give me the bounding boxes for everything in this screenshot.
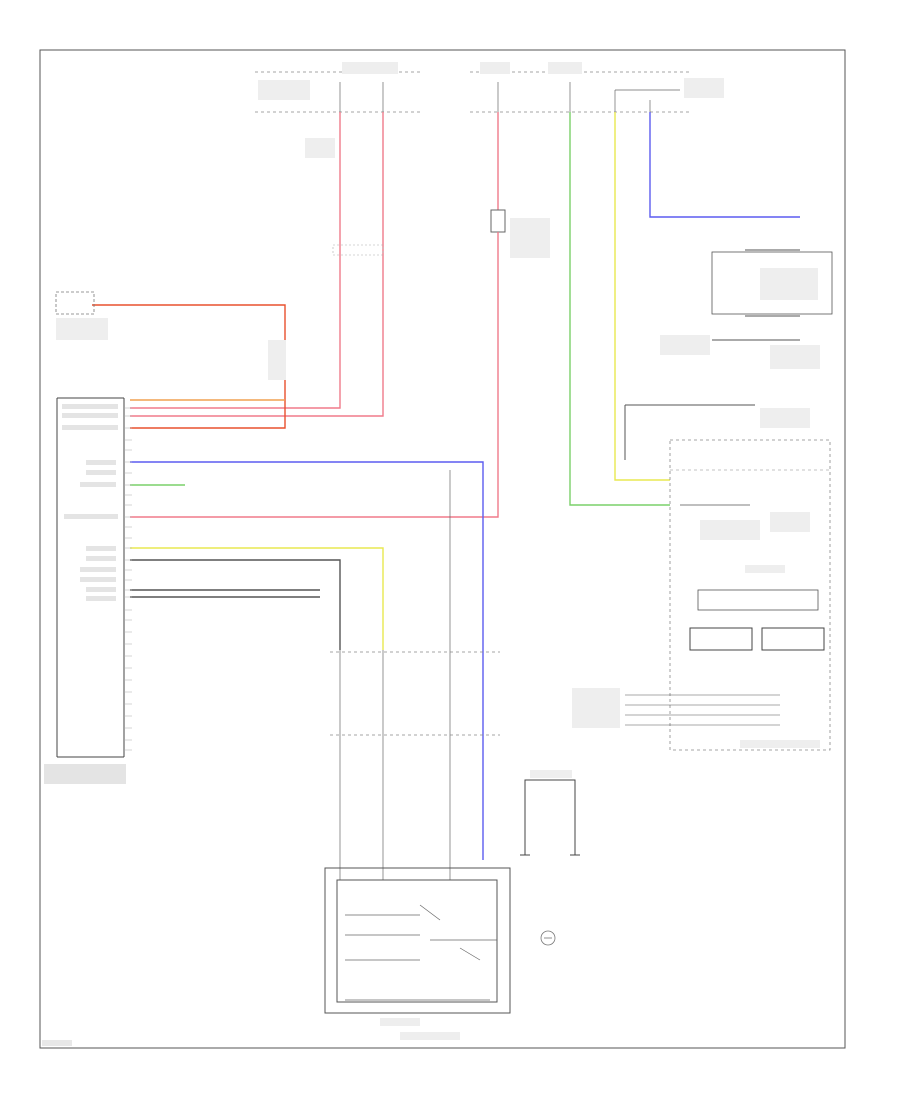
ground-icon (540, 930, 556, 946)
wire-blue-top (649, 112, 800, 218)
instrument-cluster (572, 404, 831, 751)
wire-pink-2 (130, 112, 384, 417)
wire-green (569, 112, 670, 506)
steering-switch (324, 867, 511, 1040)
upper-left-module (55, 291, 108, 340)
diagram-code (42, 1040, 72, 1046)
wire-yellow-main (130, 547, 384, 650)
diagram-frame (39, 49, 846, 1049)
sensor-module (520, 770, 580, 856)
wire-yellow-top (614, 112, 670, 481)
inline-connectors (268, 138, 550, 380)
wire-pink-4 (130, 232, 499, 518)
eps-control-module (44, 397, 132, 784)
switch-wires (330, 470, 500, 880)
fusible-link (490, 209, 506, 233)
fuse-box-region (255, 62, 724, 113)
wire-pink-1 (130, 112, 341, 409)
wire-black-1 (130, 559, 341, 650)
right-top-module (660, 249, 833, 369)
wire-red-orange (92, 304, 286, 429)
wire-blue-main (130, 461, 484, 860)
